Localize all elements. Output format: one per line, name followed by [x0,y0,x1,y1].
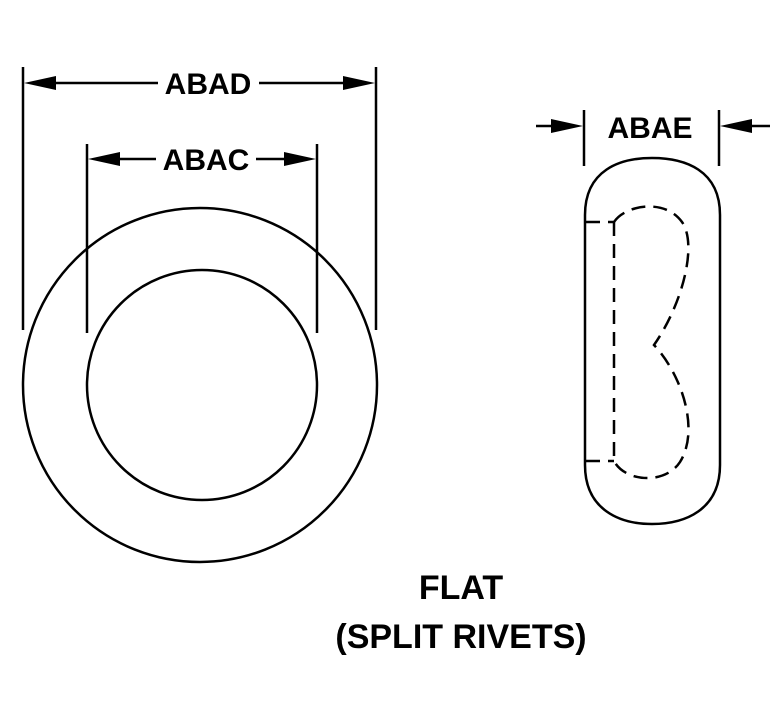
inner-circle [85,268,319,502]
side-view [583,156,722,526]
abae-label: ABAE [607,112,692,145]
hidden-split-curve [612,205,690,480]
thickness-dimension: ABAE [536,110,770,166]
abad-arrowhead-right [343,76,375,90]
caption-line-2: (SPLIT RIVETS) [335,618,586,656]
caption: FLAT (SPLIT RIVETS) [335,569,586,656]
abac-arrowhead-right [284,152,316,166]
outer-circle [21,206,379,564]
abae-arrowhead-right [720,119,752,133]
abad-label: ABAD [165,68,252,101]
outer-diameter-dimension: ABAD [21,67,378,330]
side-outline [583,156,722,526]
inner-diameter-dimension: ABAC [85,144,319,333]
abae-arrowhead-left [551,119,583,133]
abac-arrowhead-left [88,152,120,166]
caption-line-1: FLAT [419,569,504,607]
abad-arrowhead-left [24,76,56,90]
abac-label: ABAC [163,144,250,177]
front-view [21,206,379,564]
